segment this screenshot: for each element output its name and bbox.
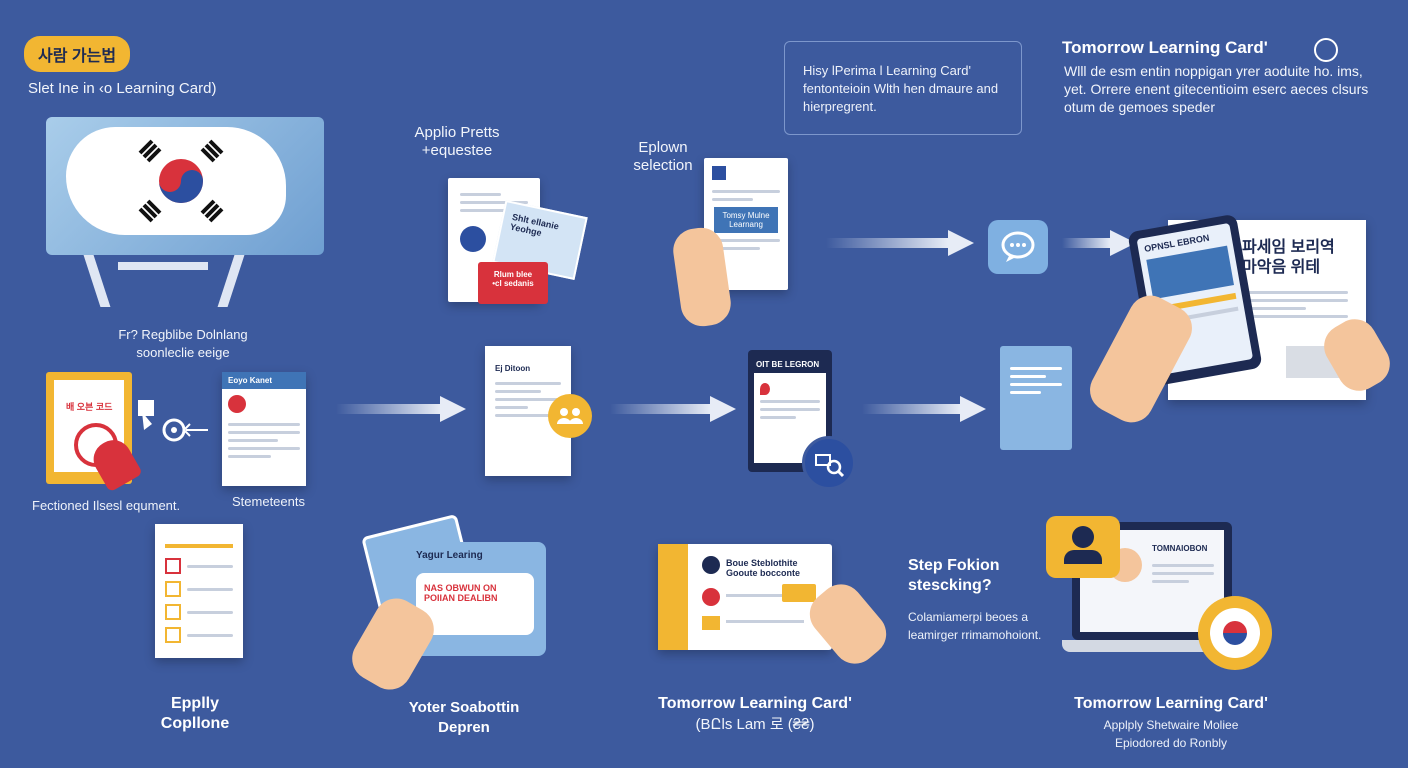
chat-bubble-icon [988, 220, 1048, 274]
card-text-korean-doc: 파세임 보리역 마악음 위테 [1242, 239, 1335, 276]
label-stemeteents: Stemeteents [232, 494, 305, 509]
speech-bubble-avatar [1046, 516, 1120, 578]
ticket-stub [658, 544, 688, 650]
top-right-text: Wlll de esm entin noppigan yrer aoduite … [1064, 63, 1369, 115]
label-tlc-right-sub: Applply Shetwaire Moliee Epiodored do Ro… [1103, 718, 1239, 750]
checkbox-icon [165, 604, 181, 620]
label-step-fokion: Step Fokion stescking? [908, 557, 1000, 594]
billboard-crossbar [118, 262, 208, 270]
checklist-document [155, 524, 243, 658]
card-text-eyos: Eoyo Kanet [222, 372, 306, 389]
card-text-kr-sheet: 배 오븐 코드 [66, 402, 113, 412]
card-text-shlt: Shlt ellanie Yeohge [509, 211, 560, 239]
flag-billboard [46, 117, 324, 255]
flow-arrow-5 [862, 396, 986, 422]
card-text-selection: NAS OBWUN ON POIIAN DEALIBN [424, 583, 498, 603]
card-text-tml: Tomsy Mulne Learnang [714, 207, 778, 233]
people-icon [548, 394, 592, 438]
laptop-base [1062, 640, 1242, 652]
stemeteents-document: Eoyo Kanet [222, 372, 306, 486]
checkbox-icon [165, 581, 181, 597]
id-badge: 배 오븐 코드 [46, 372, 132, 484]
checkbox-icon [165, 558, 181, 574]
flag-cloud [66, 127, 286, 235]
checkbox-icon [165, 627, 181, 643]
info-box: Hisy lPerima l Learning Card' fentonteio… [784, 41, 1022, 135]
label-yoter: Yoter Soabottin Depren [408, 699, 520, 736]
korean-flag-icon [138, 139, 224, 223]
card-text-oit: OIT BE LEGRON [756, 360, 820, 369]
billboard-leg-left [83, 255, 111, 307]
label-colamia: Colamiamerpi beoes a leamirger rrimamoho… [908, 610, 1042, 642]
label-eplown: Eplown selection [633, 139, 693, 174]
ticket-card: Boue Steblothite Gooute bocconte [658, 544, 832, 650]
flow-arrow-3 [336, 396, 466, 422]
label-tlc-bottom-sub: (BԸls Lam 로 (₴₴) [695, 716, 815, 733]
label-epplly: Epplly Copllone [160, 695, 230, 732]
card-text-ticket: Boue Steblothite Gooute bocconte [726, 558, 800, 578]
flow-arrow-1 [826, 230, 974, 256]
info-box-text: Hisy lPerima l Learning Card' fentonteio… [803, 63, 999, 114]
korean-flag-badge-icon [1198, 596, 1272, 670]
magnifier-icon [802, 436, 856, 490]
flow-arrow-4 [610, 396, 736, 422]
label-fectioned: Fectioned Ilsesl equment. [32, 498, 181, 513]
avatar [460, 226, 486, 252]
label-apply-process: Applio Pretts +equestee [414, 124, 500, 159]
red-card: Rlum blee •cl sedanis [478, 262, 548, 304]
top-right-title: Tomorrow Learning Card' [1062, 38, 1268, 57]
card-text-ej: Ej Ditoon [495, 364, 531, 373]
flow-arrow-2 [1062, 230, 1136, 256]
header-subtitle: Slet Ine in ‹o Learning Card) [28, 80, 217, 97]
header-badge: 사람 가는법 [24, 36, 131, 72]
label-kr-learning: Fr? Regblibe Dolnlang soonleclie eeige [118, 327, 248, 360]
card-text-tomnaction: TOMNAIOBON [1152, 544, 1208, 553]
billboard-leg-right [217, 255, 245, 307]
card-text-red: Rlum blee •cl sedanis [492, 270, 534, 288]
card-text-yagur: Yagur Learing [416, 550, 483, 561]
blue-document [1000, 346, 1072, 450]
label-tlc-right: Tomorrow Learning Card' [1074, 695, 1268, 712]
globe-icon [1314, 38, 1338, 62]
target-icon [138, 400, 208, 442]
label-tlc-bottom: Tomorrow Learning Card' [658, 695, 852, 712]
